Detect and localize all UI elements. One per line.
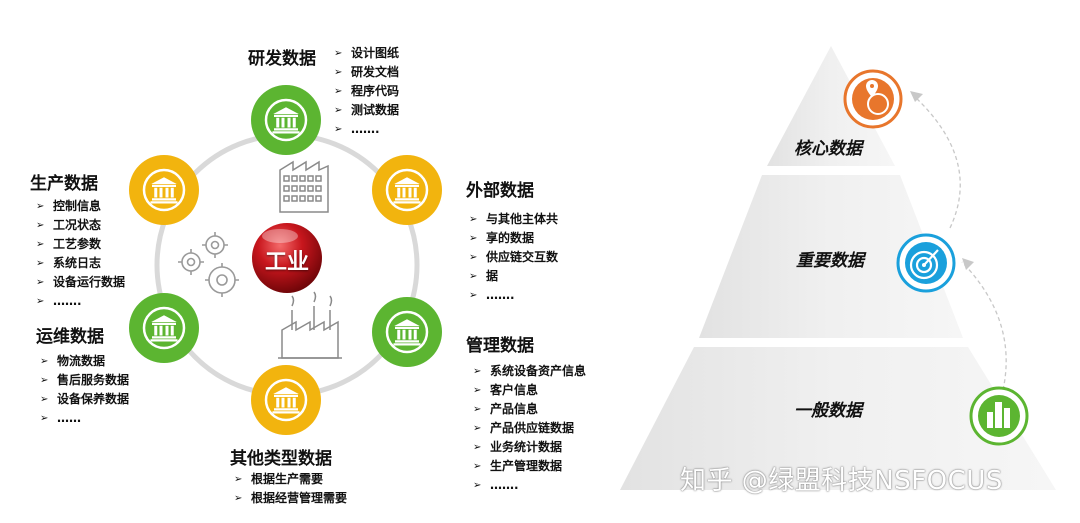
list-item: 客户信息: [473, 381, 586, 400]
node-external: [372, 155, 442, 225]
tier-label-core: 核心数据: [794, 139, 862, 159]
plant-icon: [278, 291, 342, 359]
list-item: 物流数据: [40, 352, 129, 371]
category-title-other: 其他类型数据: [230, 449, 332, 469]
list-item: …….: [334, 120, 399, 139]
target-icon: [896, 233, 956, 293]
tier-label-important: 重要数据: [796, 251, 864, 271]
center-label: 工业: [265, 250, 310, 275]
node-ops: [129, 293, 199, 363]
list-item: 生产管理数据: [473, 457, 586, 476]
list-item: 售后服务数据: [40, 371, 129, 390]
category-list-production: 控制信息 工况状态 工艺参数 系统日志 设备运行数据 …….: [36, 197, 125, 311]
list-item: 业务统计数据: [473, 438, 586, 457]
node-production: [129, 155, 199, 225]
list-item: 与其他主体共: [469, 210, 558, 229]
category-title-management: 管理数据: [466, 336, 534, 356]
factory-icon: [279, 160, 329, 213]
tier-label-general: 一般数据: [794, 401, 862, 421]
category-list-external: 与其他主体共 享的数据 供应链交互数 据 …….: [469, 210, 558, 305]
list-item: 根据经营管理需要: [234, 489, 347, 508]
list-item: 设备保养数据: [40, 390, 129, 409]
category-title-external: 外部数据: [466, 181, 534, 201]
node-other: [251, 365, 321, 435]
category-list-rd: 设计图纸 研发文档 程序代码 测试数据 …….: [334, 44, 399, 139]
list-item: 设备运行数据: [36, 273, 125, 292]
pyramid-tier-core: [767, 46, 895, 166]
list-item: 据: [469, 267, 558, 286]
watermark: 知乎 @绿盟科技NSFOCUS: [680, 466, 1003, 496]
list-item: …….: [36, 292, 125, 311]
category-title-rd: 研发数据: [248, 49, 316, 69]
pyramid: [620, 46, 1056, 490]
buildings-icon: [969, 386, 1029, 446]
list-item: 设计图纸: [334, 44, 399, 63]
list-item: 工况状态: [36, 216, 125, 235]
list-item: ……: [40, 409, 129, 428]
list-item: …….: [469, 286, 558, 305]
globe-pin-icon: [843, 69, 903, 129]
list-item: 研发文档: [334, 63, 399, 82]
gears-icon: [178, 232, 239, 297]
list-item: 工艺参数: [36, 235, 125, 254]
list-item: 系统设备资产信息: [473, 362, 586, 381]
pyramid-tier-important: [699, 175, 963, 338]
list-item: 享的数据: [469, 229, 558, 248]
list-item: 系统日志: [36, 254, 125, 273]
category-list-management: 系统设备资产信息 客户信息 产品信息 产品供应链数据 业务统计数据 生产管理数据…: [473, 362, 586, 495]
center-ball: [252, 223, 322, 293]
list-item: 控制信息: [36, 197, 125, 216]
list-item: …….: [473, 476, 586, 495]
upgrade-arrows: [913, 95, 1007, 391]
list-item: 供应链交互数: [469, 248, 558, 267]
list-item: 根据生产需要: [234, 470, 347, 489]
pyramid-tier-general: [620, 347, 1056, 490]
category-title-ops: 运维数据: [36, 327, 104, 347]
category-list-ops: 物流数据 售后服务数据 设备保养数据 ……: [40, 352, 129, 428]
list-item: 产品供应链数据: [473, 419, 586, 438]
node-rd: [251, 85, 321, 155]
list-item: 测试数据: [334, 101, 399, 120]
list-item: 产品信息: [473, 400, 586, 419]
list-item: 程序代码: [334, 82, 399, 101]
category-title-production: 生产数据: [30, 174, 98, 194]
node-management: [372, 297, 442, 367]
category-list-other: 根据生产需要 根据经营管理需要: [234, 470, 347, 508]
